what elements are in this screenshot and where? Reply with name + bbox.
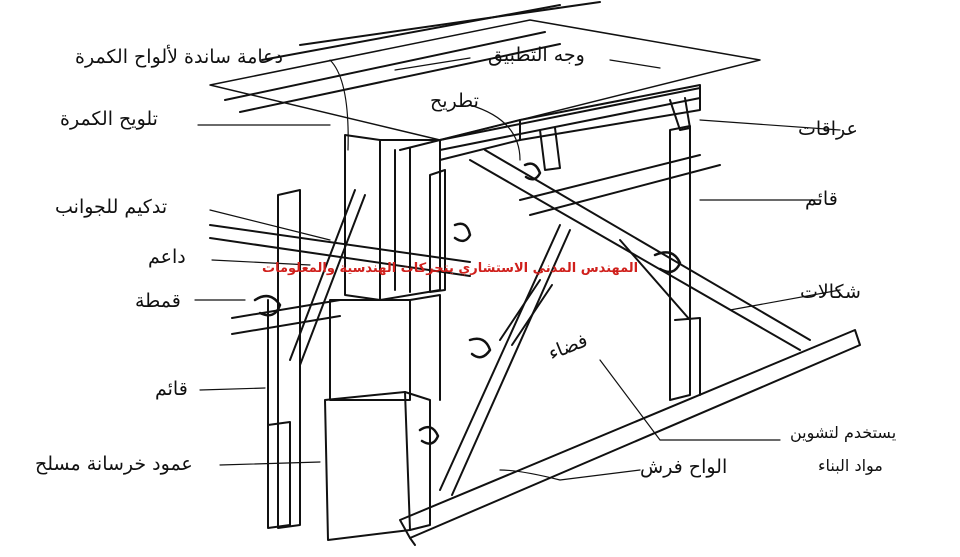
label-beam-support: دعامة ساندة لألواح الكمرة bbox=[75, 46, 283, 68]
leader-lines bbox=[194, 57, 841, 481]
label-storage-line2: مواد البناء bbox=[818, 456, 883, 475]
label-wedge: قمطة bbox=[135, 290, 181, 312]
label-post-left: قائم bbox=[155, 378, 188, 400]
label-decking: تطريح bbox=[430, 90, 479, 112]
beam-box bbox=[344, 84, 701, 301]
clamps bbox=[253, 162, 682, 445]
label-post-right: قائم bbox=[805, 188, 838, 210]
label-side-bracing: تدكيم للجوانب bbox=[55, 196, 168, 218]
slab-deck bbox=[209, 1, 761, 151]
label-strut: داعم bbox=[148, 246, 186, 268]
label-rc-column: عمود خرسانة مسلح bbox=[35, 453, 193, 475]
label-cross-braces: شكالات bbox=[800, 281, 861, 303]
watermark-text: المهندس المدني الاستشاري يتحركات الهندسي… bbox=[262, 261, 639, 276]
struts bbox=[209, 189, 571, 496]
label-joists: عراقات bbox=[798, 118, 858, 140]
label-sole-boards: الواح فرش bbox=[640, 456, 728, 478]
cross-braces bbox=[469, 149, 811, 351]
right-post bbox=[669, 125, 701, 401]
label-beam-sheathing: تلويح الكمرة bbox=[60, 108, 158, 130]
label-face-of-work: وجه التطبيق bbox=[488, 44, 585, 66]
left-post bbox=[267, 189, 301, 529]
rc-column bbox=[324, 294, 441, 541]
sole-board bbox=[399, 329, 861, 546]
label-storage-line1: يستخدم لتشوين bbox=[790, 423, 897, 442]
